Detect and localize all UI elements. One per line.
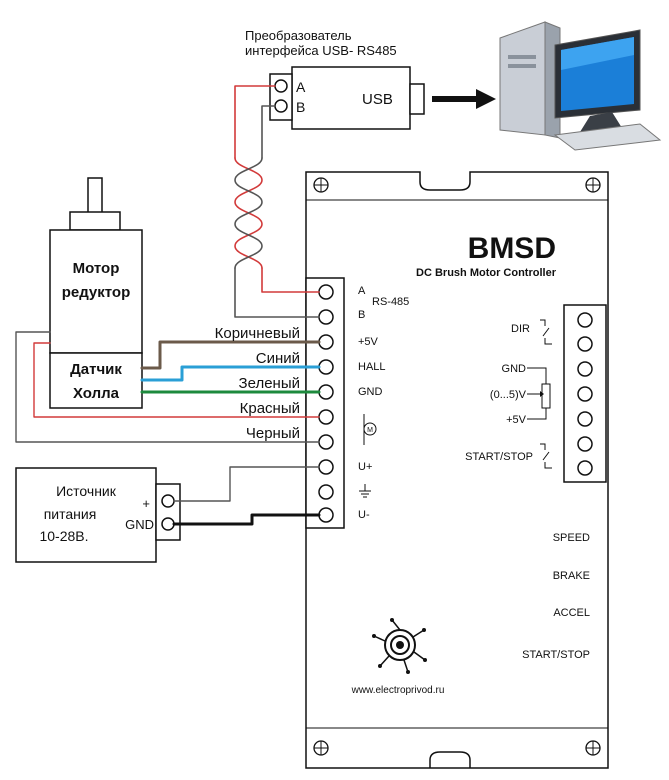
terminal-hall — [318, 359, 334, 375]
terminal-a — [318, 284, 334, 300]
hall-label-line2: Холла — [73, 385, 120, 402]
right-label-dir: DIR — [511, 323, 530, 335]
wire-brown — [140, 340, 321, 370]
wire-blue — [140, 365, 321, 382]
usb-converter-box — [291, 66, 411, 130]
pot-label-startstop: START/STOP — [522, 649, 590, 661]
wire-black — [15, 331, 320, 443]
wire-rs485-b-top — [261, 105, 276, 159]
power-terminal-gnd — [161, 517, 175, 531]
wire-label-brown: Коричневый — [215, 325, 300, 342]
terminal-m2 — [318, 434, 334, 450]
power-label-line2: питания — [44, 506, 97, 522]
controller-title: BMSD — [468, 232, 556, 265]
startstop-switch-icon — [540, 443, 552, 469]
dir-switch-icon — [540, 319, 552, 345]
power-label-line1: Источник — [56, 483, 117, 499]
pot-label-brake: BRAKE — [553, 570, 590, 582]
power-plus-label: + — [142, 496, 150, 511]
mount-hole-br — [585, 740, 601, 756]
wire-power-plus — [173, 466, 320, 502]
terminal-ss-2 — [577, 460, 593, 476]
website-url: www.electroprivod.ru — [351, 685, 445, 696]
motor-shaft — [69, 177, 121, 231]
motor-symbol-letter: M — [367, 427, 373, 434]
terminal-5v — [318, 334, 334, 350]
power-label-line3: 10-28В. — [39, 528, 88, 544]
mount-hole-bl — [313, 740, 329, 756]
usb-arrow-head — [476, 89, 496, 109]
left-terminals — [318, 284, 334, 523]
terminal-earth — [318, 484, 334, 500]
controller-bottom-notch — [429, 751, 471, 768]
wire-label-green: Зеленый — [239, 375, 300, 392]
converter-pin-a: A — [296, 79, 306, 95]
wire-label-black: Черный — [246, 425, 300, 442]
terminal-uminus — [318, 507, 334, 523]
terminal-b — [318, 309, 334, 325]
power-terminal-block — [155, 483, 181, 541]
terminal-m1 — [318, 409, 334, 425]
pin-label-a: A — [358, 285, 366, 297]
converter-terminal-a — [274, 79, 288, 93]
controller-case — [305, 171, 609, 769]
pot-label-accel: ACCEL — [553, 607, 590, 619]
wire-label-red: Красный — [240, 400, 300, 417]
pot-wire-top — [527, 367, 547, 384]
electroprivod-logo — [372, 618, 427, 674]
right-label-gnd: GND — [502, 363, 527, 375]
terminal-dir-1 — [577, 312, 593, 328]
pin-label-uplus: U+ — [358, 461, 372, 473]
right-label-5v: +5V — [506, 414, 527, 426]
motor-symbol-icon: M — [363, 414, 377, 445]
pin-label-rs485: RS-485 — [372, 296, 409, 308]
terminal-dir-2 — [577, 336, 593, 352]
motor-label-line2: редуктор — [62, 284, 131, 301]
terminal-gnd — [318, 384, 334, 400]
ground-symbol-icon — [359, 484, 371, 498]
right-label-startstop: START/STOP — [465, 451, 533, 463]
terminal-ss-1 — [577, 436, 593, 452]
wire-rs485-a-bottom — [261, 267, 320, 293]
hall-label-line1: Датчик — [70, 361, 122, 378]
motor-label-line1: Мотор — [73, 260, 120, 277]
pin-label-gnd: GND — [358, 386, 383, 398]
controller-subtitle: DC Brush Motor Controller — [416, 267, 557, 279]
terminal-r-5v — [577, 411, 593, 427]
usb-plug — [409, 83, 425, 115]
pin-label-b: B — [358, 309, 365, 321]
motor-body — [49, 229, 143, 354]
power-supply-box — [15, 467, 157, 563]
converter-pin-b: B — [296, 99, 305, 115]
pin-label-uminus: U- — [358, 509, 370, 521]
pin-label-hall: HALL — [358, 361, 386, 373]
converter-terminal-b — [274, 99, 288, 113]
pin-label-5v: +5V — [358, 336, 379, 348]
converter-title-line2: интерфейса USB- RS485 — [245, 43, 397, 58]
wire-red — [33, 342, 320, 418]
pot-wiper-arrow — [540, 391, 544, 397]
pot-wire-bottom — [527, 408, 547, 420]
wire-rs485-a-top — [234, 85, 276, 159]
mount-hole-tl — [313, 177, 329, 193]
terminal-uplus — [318, 459, 334, 475]
wire-rs485-twist-b — [234, 157, 263, 269]
converter-usb-label: USB — [362, 91, 393, 108]
wire-rs485-b-bottom — [234, 267, 320, 318]
mount-hole-tr — [585, 177, 601, 193]
right-label-range: (0...5)V — [490, 389, 527, 401]
computer-icon — [499, 21, 662, 151]
pot-label-speed: SPEED — [553, 532, 590, 544]
terminal-r-gnd — [577, 361, 593, 377]
wire-power-gnd — [172, 513, 321, 526]
terminal-r-analog — [577, 386, 593, 402]
potentiometer-icon — [541, 383, 551, 409]
right-terminals — [577, 312, 593, 476]
wire-label-blue: Синий — [256, 350, 300, 367]
power-gnd-label: GND — [125, 517, 154, 532]
converter-title-line1: Преобразователь — [245, 28, 352, 43]
power-terminal-plus — [161, 494, 175, 508]
